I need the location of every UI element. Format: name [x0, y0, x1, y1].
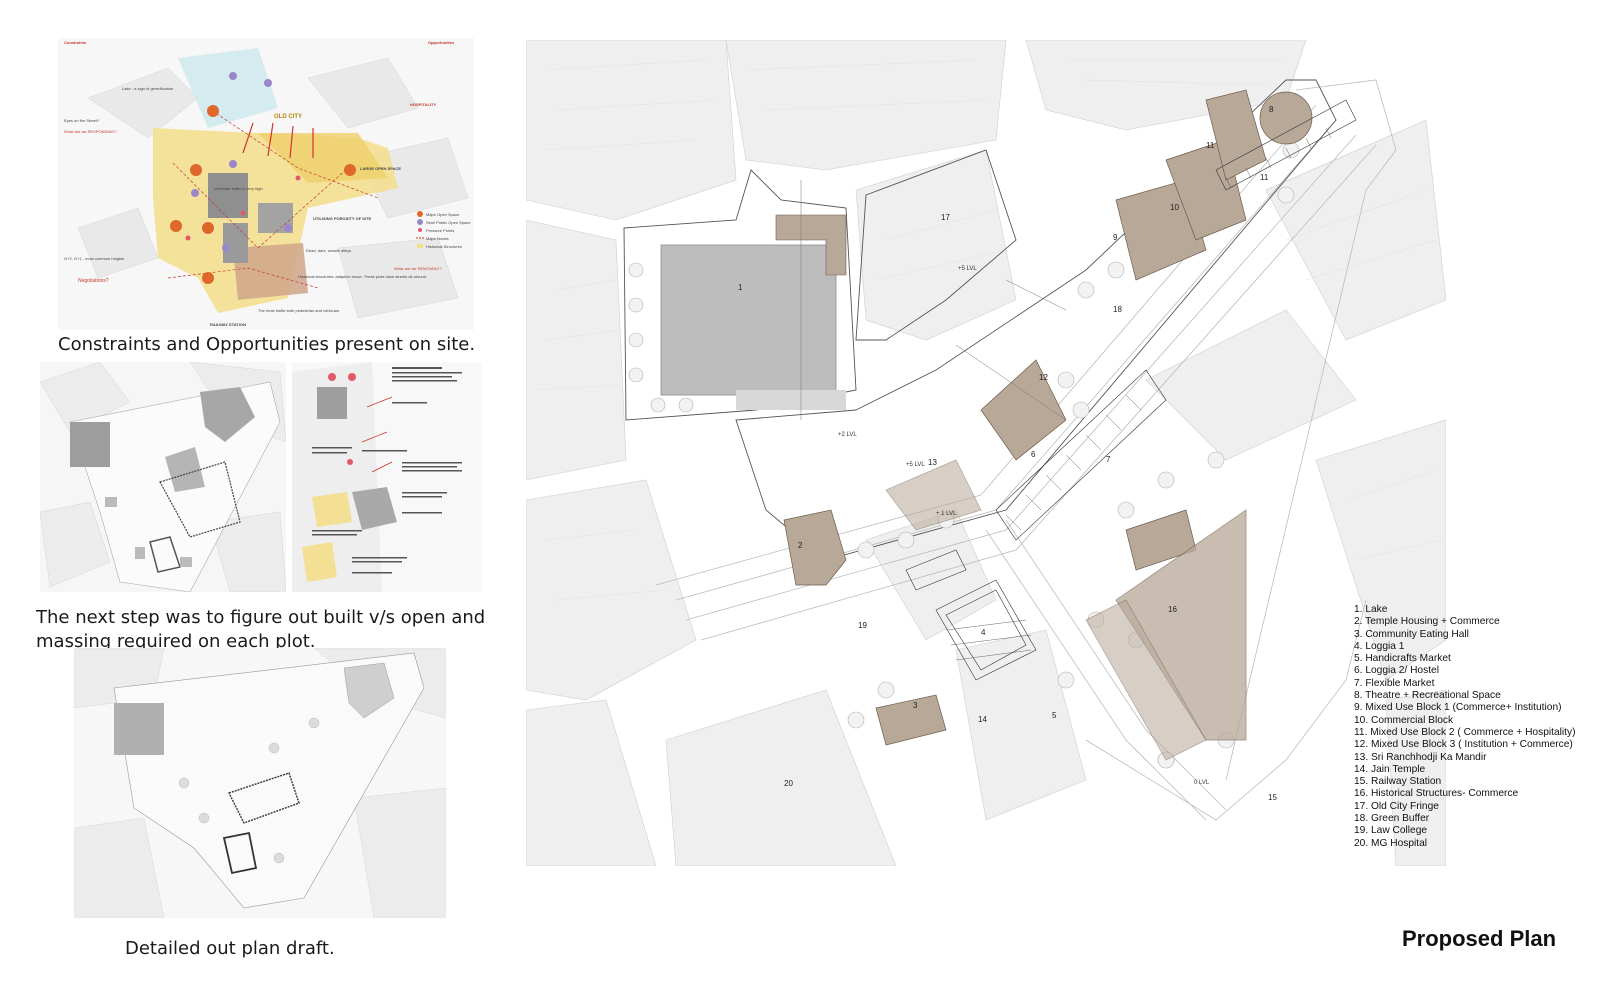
legend-item: 8. Theatre + Recreational Space — [1354, 690, 1501, 702]
label-what-responding: What are we RESPONDING? — [64, 129, 117, 134]
label-hospitality: HOSPITALITY — [410, 102, 436, 107]
proposed-plan: 1 2 3 4 5 6 7 8 9 10 11 11 12 13 14 15 1… — [526, 40, 1446, 866]
plot-label-10: 10 — [1170, 203, 1179, 212]
caption-next-step: The next step was to figure out built v/… — [36, 606, 496, 654]
legend-item: 9. Mixed Use Block 1 (Commerce+ Institut… — [1354, 702, 1562, 714]
level-0: 0 LVL — [1194, 780, 1210, 786]
block-3 — [875, 694, 947, 746]
plot-label-4: 4 — [981, 628, 986, 637]
caption-constraints: Constraints and Opportunities present on… — [58, 334, 476, 355]
block-8 — [1259, 91, 1313, 145]
plot-label-2: 2 — [798, 541, 803, 550]
plot-label-13: 13 — [928, 458, 937, 467]
legend-item: 17. Old City Fringe — [1354, 800, 1439, 812]
legend-item: 18. Green Buffer — [1354, 813, 1430, 825]
label-g-plus: G+2, G+1 - most common heights — [64, 256, 124, 261]
legend-item: 11. Mixed Use Block 2 ( Commerce + Hospi… — [1354, 726, 1576, 738]
diagram-legend: Major Open Space Semi Public Open Space … — [416, 211, 471, 249]
legend-item: 7. Flexible Market — [1354, 677, 1435, 689]
label-lake-gentrification: Lake - a sign of gentrification — [122, 86, 173, 91]
legend-item: 19. Law College — [1354, 825, 1428, 837]
plot-label-17: 17 — [941, 213, 950, 222]
plot-label-5: 5 — [1052, 711, 1057, 720]
level-plus1: + 1 LVL — [936, 511, 957, 517]
plot-label-8: 8 — [1269, 105, 1274, 114]
label-old-city: OLD CITY — [274, 114, 302, 120]
legend-item: 20. MG Hospital — [1354, 837, 1428, 849]
legend-semi-public: Semi Public Open Space — [426, 220, 471, 225]
level-plus5b: +5 LVL — [906, 462, 925, 468]
plot-label-1: 1 — [738, 283, 743, 292]
plot-label-16: 16 — [1168, 605, 1177, 614]
block-11 — [1205, 89, 1267, 181]
label-negotiations: Negotiations? — [78, 278, 109, 284]
plot-label-7: 7 — [1106, 455, 1111, 464]
caption-draft: Detailed out plan draft. — [125, 938, 335, 959]
label-what-removing: What are we REMOVING? — [394, 266, 442, 271]
label-historical-adaptive: Historical structures: adaptive reuse. T… — [298, 274, 427, 279]
massing-diagram-right — [292, 362, 482, 592]
proposed-plan-svg: 1 2 3 4 5 6 7 8 9 10 11 11 12 13 14 15 1… — [526, 40, 1446, 866]
plot-label-3: 3 — [913, 701, 918, 710]
level-plus2: +2 LVL — [838, 432, 857, 438]
plot-label-15: 15 — [1268, 793, 1277, 802]
caption-next-step-line1: The next step was to figure out built v/… — [36, 607, 486, 628]
label-constraints: Constraints — [64, 40, 87, 45]
legend-item: 12. Mixed Use Block 3 ( Institution + Co… — [1354, 739, 1573, 751]
label-utilising-porosity: UTILISING POROSITY OF SITE — [313, 216, 371, 221]
legend-item: 5. Handicrafts Market — [1354, 653, 1451, 665]
legend-item: 1. Lake — [1354, 604, 1388, 615]
legend-item: 14. Jain Temple — [1354, 763, 1426, 775]
label-opportunities: Opportunities — [428, 40, 455, 45]
page-title: Proposed Plan — [1402, 926, 1557, 951]
label-most-traffic: The most traffic both pedestrian and veh… — [258, 308, 340, 313]
legend-item: 15. Railway Station — [1354, 776, 1442, 788]
lake — [660, 244, 837, 396]
constraints-diagram: Constraints Opportunities Lake - a sign … — [58, 38, 474, 330]
legend-historical: Historical Structures — [426, 244, 462, 249]
label-railway-station: RAILWAY STATION — [210, 322, 246, 327]
plot-label-19: 19 — [858, 621, 867, 630]
plot-label-9: 9 — [1113, 233, 1118, 242]
constraints-diagram-svg: Constraints Opportunities Lake - a sign … — [58, 38, 474, 330]
plot-label-14: 14 — [978, 715, 987, 724]
plot-label-20: 20 — [784, 779, 793, 788]
label-vehicular: Vehicular traffic is very high — [214, 186, 263, 191]
draft-plan — [74, 648, 446, 918]
legend-item: 4. Loggia 1 — [1354, 640, 1405, 652]
legend-item: 2. Temple Housing + Commerce — [1354, 616, 1500, 628]
legend-item: 10. Commercial Block — [1354, 714, 1454, 726]
legend-major-open: Major Open Space — [426, 212, 460, 217]
plot-label-11b: 11 — [1260, 173, 1269, 182]
plot-label-11a: 11 — [1206, 141, 1215, 150]
caption-next-step-line2: massing required on each plot. — [36, 631, 316, 652]
legend-major-nodes: Major Nodes — [426, 236, 449, 241]
plot-label-18: 18 — [1113, 305, 1122, 314]
plot-label-6: 6 — [1031, 450, 1036, 459]
massing-diagram-left — [40, 362, 286, 592]
legend-item: 16. Historical Structures- Commerce — [1354, 788, 1519, 800]
legend-item: 3. Community Eating Hall — [1354, 628, 1469, 640]
legend-pressure: Pressure Points — [426, 228, 454, 233]
block-13 — [885, 459, 982, 531]
level-plus5: +5 LVL — [958, 266, 977, 272]
label-large-open-space: LARGE OPEN SPACE — [360, 166, 401, 171]
block-2 — [783, 509, 847, 586]
plot-label-12: 12 — [1039, 373, 1048, 382]
label-eyes-on-street: Eyes on the Street? — [64, 118, 100, 123]
label-dead-dark: Dead, dark, unsafe alleys — [306, 248, 351, 253]
legend-item: 6. Loggia 2/ Hostel — [1354, 665, 1439, 677]
legend-item: 13. Sri Ranchhodji Ka Mandir — [1354, 751, 1487, 763]
